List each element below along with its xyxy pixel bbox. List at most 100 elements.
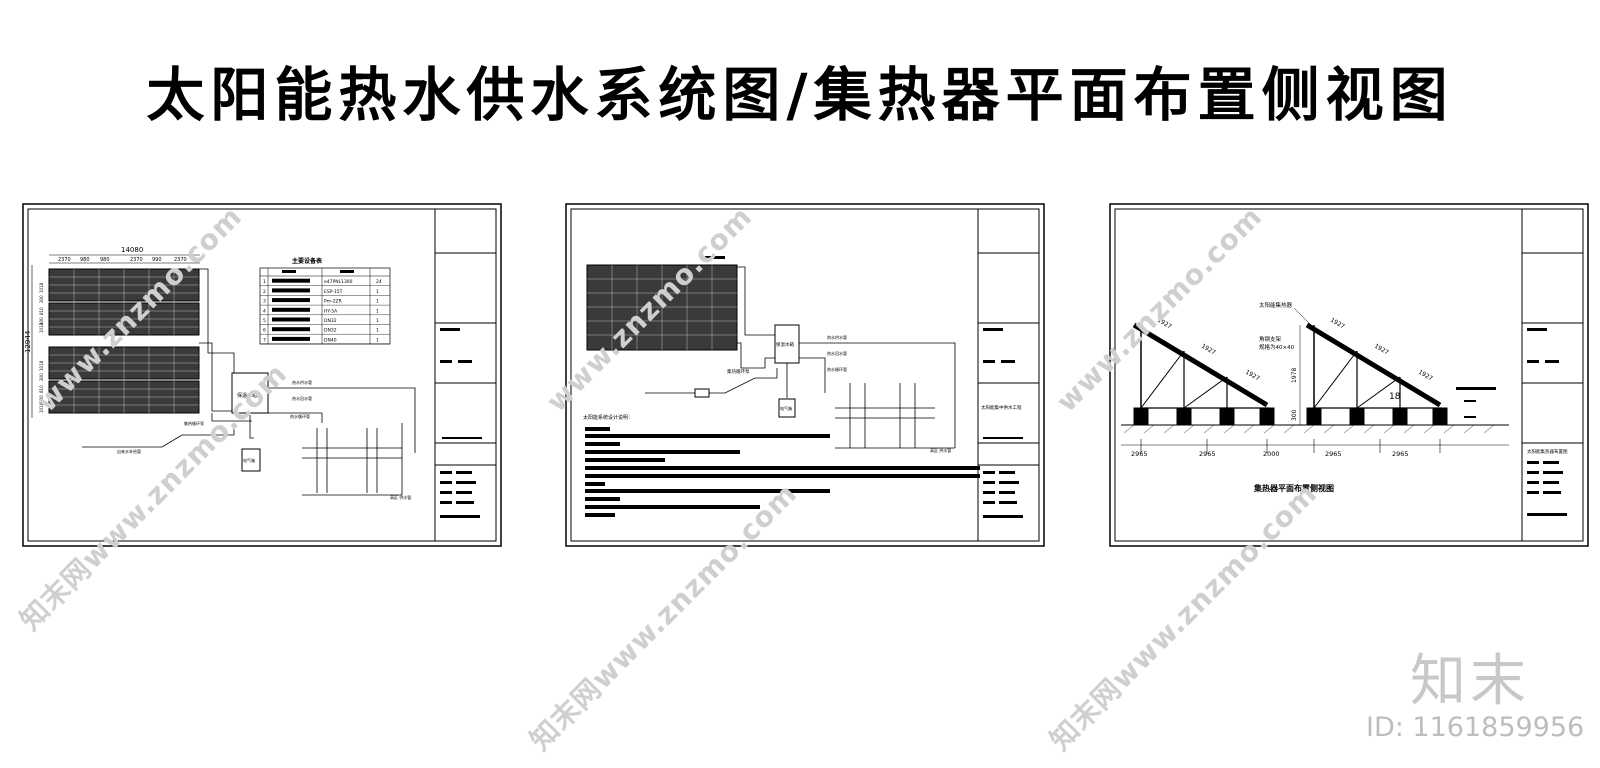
dim-height: 12944 xyxy=(24,330,32,353)
table-cell-qty: 1 xyxy=(376,337,379,343)
tilt-angle: 18 xyxy=(1389,392,1401,402)
pipe-label: 高区 供水管 xyxy=(930,447,951,453)
side-dims: 1018 300 810 300 1018 1018 300 810 300 1… xyxy=(39,282,44,413)
heater-box xyxy=(241,448,261,472)
collector-rack-left xyxy=(1132,322,1275,425)
dim-segment: 2370 xyxy=(130,257,143,263)
storage-tank xyxy=(231,372,269,414)
pipe-label: 热水供水管 xyxy=(827,334,847,340)
side-dim: 810 xyxy=(39,385,44,393)
piping xyxy=(82,268,416,496)
side-dim: 300 xyxy=(39,295,44,303)
drawing-sheet-system-notes: 太阳能集中供水工程 保温水箱 电气箱 xyxy=(565,203,1045,547)
slope-dim: 1927 xyxy=(1417,369,1434,383)
heater-box xyxy=(778,398,796,418)
side-dim: 300 xyxy=(39,373,44,381)
piping xyxy=(645,266,956,449)
table-cell-no: 2 xyxy=(263,289,266,295)
heater-label: 电气箱 xyxy=(243,457,255,463)
slope-dim: 1927 xyxy=(1329,317,1346,331)
collector-rack-right xyxy=(1305,322,1448,425)
view-caption: 集热器平面布置侧视图 xyxy=(1253,483,1334,493)
table-cell-no: 4 xyxy=(263,308,266,314)
slope-dim: 1927 xyxy=(1244,369,1261,383)
height-dim: 300 xyxy=(1291,409,1298,421)
design-notes xyxy=(585,427,980,517)
table-cell-name xyxy=(272,288,310,293)
dim-segment: 980 xyxy=(100,257,110,263)
table-cell-qty: 1 xyxy=(376,308,379,314)
collector-array xyxy=(586,256,738,351)
dim-segment: 990 xyxy=(152,257,162,263)
table-cell-qty: 1 xyxy=(376,289,379,295)
base-dim: 2965 xyxy=(1325,450,1342,458)
title-block: 太阳能集中供水工程 xyxy=(977,209,1039,541)
table-cell-no: 6 xyxy=(263,328,266,334)
base-dim: 2000 xyxy=(1263,450,1280,458)
collector-array-upper xyxy=(48,268,200,336)
tank-label: 保温水箱 xyxy=(237,392,257,399)
titleblock-label: 太阳能集热器布置图 xyxy=(1527,448,1568,455)
side-dim: 1018 xyxy=(39,282,44,293)
dim-total: 14080 xyxy=(121,246,143,254)
pipe-label: 热水循环管 xyxy=(290,413,310,419)
table-cell-no: 1 xyxy=(263,279,266,285)
image-id-label: ID: 1161859956 xyxy=(1366,712,1585,743)
pipe-label: 集热循环泵 xyxy=(184,420,204,426)
side-dim: 1018 xyxy=(39,322,44,333)
tank-label: 保温水箱 xyxy=(776,341,794,348)
pipe-label: 热水供水管 xyxy=(292,379,312,385)
pipe-label: 热水回水管 xyxy=(292,395,312,401)
drawing-sheet-system: 14080 2370 980 980 2370 990 2370 12944 1… xyxy=(22,203,502,547)
table-cell-name xyxy=(272,307,310,312)
support-label: 角钢支架 xyxy=(1259,335,1282,343)
titleblock-label: 太阳能集中供水工程 xyxy=(981,404,1022,411)
height-dim: 1978 xyxy=(1291,368,1298,383)
pipe-label: 热水回水管 xyxy=(827,350,847,356)
storage-tank xyxy=(774,324,800,364)
pipe-label: 自来水补给管 xyxy=(117,448,141,454)
heater-label: 电气箱 xyxy=(780,405,792,411)
side-dim: 810 xyxy=(39,307,44,315)
base-dim: 2965 xyxy=(1131,450,1148,458)
circulation-pump xyxy=(694,388,710,398)
side-dim: 1018 xyxy=(39,360,44,371)
base-dim: 2965 xyxy=(1199,450,1216,458)
title-block xyxy=(434,209,496,541)
drawing-sheet-side-view: 太阳能集热器布置图 xyxy=(1109,203,1589,547)
side-dim: 300 xyxy=(39,317,44,325)
table-cell-spec: DN32 xyxy=(324,318,337,324)
pipe-label: 高区 供水管 xyxy=(390,494,411,500)
dim-segment: 2370 xyxy=(174,257,187,263)
leader-labels xyxy=(1456,387,1496,418)
brand-logo: 知末 xyxy=(1410,649,1530,714)
table-cell-spec: DN32 xyxy=(324,328,337,334)
table-cell-spec: HY-5A xyxy=(324,308,338,314)
table-cell-spec: Pm-2ZR xyxy=(324,299,342,305)
dim-segments: 2370 980 980 2370 990 2370 xyxy=(58,257,187,263)
table-cell-name xyxy=(272,278,310,283)
table-cell-name xyxy=(272,317,310,322)
page-title: 太阳能热水供水系统图/集热器平面布置侧视图 xyxy=(146,61,1454,129)
pipe-labels: 热水供水管 集热循环泵 热水循环管 热水回水管 自来水补给管 高区 供水管 xyxy=(117,379,411,500)
table-cell-qty: 1 xyxy=(376,299,379,305)
side-dim: 300 xyxy=(39,395,44,403)
slope-dim: 1927 xyxy=(1373,343,1390,357)
table-cell-qty: 1 xyxy=(376,328,379,334)
table-cell-spec: e47PNL1300 xyxy=(324,279,353,285)
pump-label: 集热循环泵 xyxy=(727,368,750,375)
base-dim: 2965 xyxy=(1392,450,1409,458)
table-cell-spec: ESP-15T xyxy=(324,289,343,295)
collector-label: 太阳能集热器 xyxy=(1259,301,1293,309)
table-cell-qty: 24 xyxy=(376,279,382,285)
slope-dim: 1927 xyxy=(1200,343,1217,357)
dim-segment: 2370 xyxy=(58,257,71,263)
side-dim: 1018 xyxy=(39,402,44,413)
table-cell-qty: 1 xyxy=(376,318,379,324)
title-block: 太阳能集热器布置图 xyxy=(1521,209,1583,541)
ground-line xyxy=(1121,424,1509,434)
table-cell-no: 3 xyxy=(263,299,266,305)
collector-array-lower xyxy=(48,346,200,414)
table-cell-name xyxy=(272,327,310,332)
table-cell-no: 5 xyxy=(263,318,266,324)
